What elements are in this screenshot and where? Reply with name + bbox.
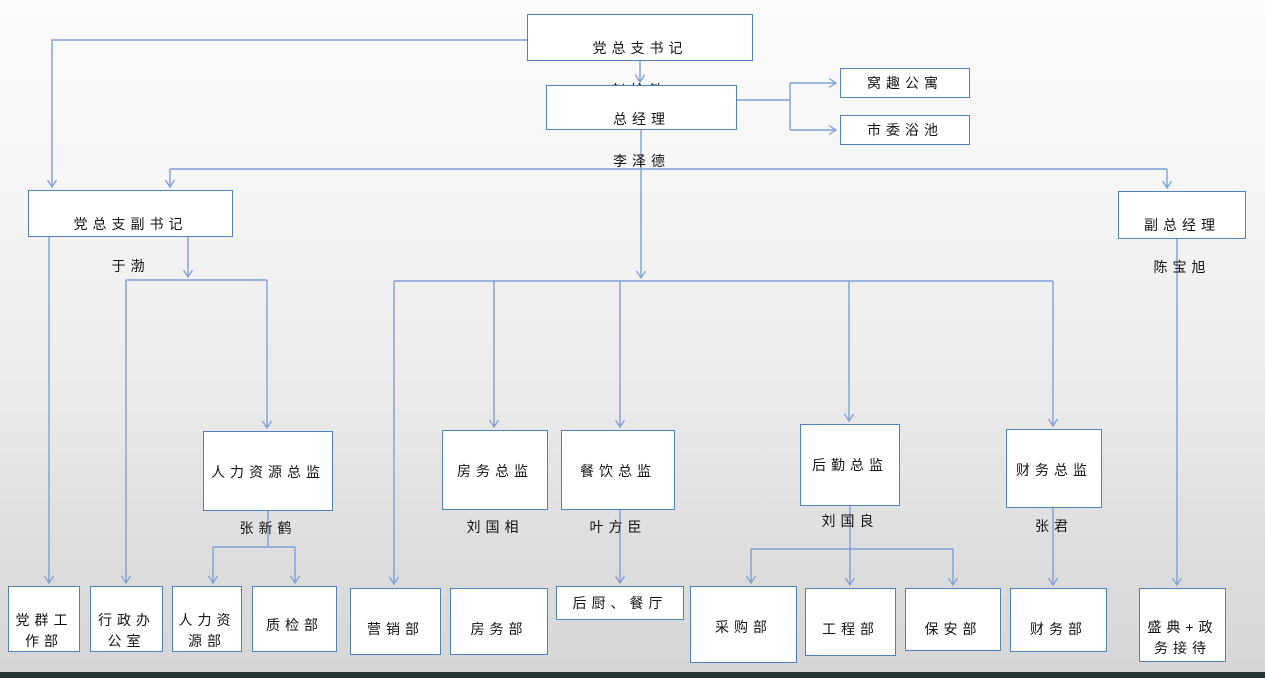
node-title: 市委浴池 <box>867 122 943 138</box>
node-purchasing-dept: 采购部 张国琛 <box>690 586 797 678</box>
node-food-beverage-director: 餐饮总监 叶方臣 <box>561 430 675 535</box>
node-title: 人力资 源部 <box>178 612 236 649</box>
node-title: 房务部 <box>470 621 528 637</box>
node-party-branch-secretary: 党总支书记 赵绘敏 <box>527 14 753 98</box>
edge-secretary-deputy-secretary <box>52 39 527 187</box>
node-title: 后厨、餐厅 <box>572 595 668 611</box>
node-person-name: 陈宝旭 <box>1153 259 1211 275</box>
node-deputy-party-branch-secretary: 党总支副书记 于渤 <box>28 190 233 274</box>
node-person-name: 刘国良 <box>821 513 879 529</box>
node-quality-inspection-dept: 质检部 单永晨 <box>252 586 337 678</box>
node-events-reception: 盛典+政 务接待 <box>1139 588 1226 662</box>
node-security-dept: 保安部 刘本 <box>905 588 1001 678</box>
node-title: 盛典+政 务接待 <box>1147 619 1218 656</box>
node-title: 党群工 作部 <box>15 612 73 649</box>
node-kitchen-dining: 后厨、餐厅 <box>556 586 684 620</box>
node-title: 窝趣公寓 <box>867 75 943 91</box>
node-title: 财务总监 <box>1016 462 1092 478</box>
node-title: 营销部 <box>367 621 424 637</box>
node-title: 工程部 <box>822 621 879 637</box>
node-person-name: 叶方臣 <box>589 519 647 535</box>
node-title: 党总支副书记 <box>73 216 188 232</box>
node-housekeeping-dept: 房务部 侯建萍 <box>450 588 548 678</box>
node-person-name: 张君 <box>1035 518 1073 534</box>
node-title: 保安部 <box>924 621 982 637</box>
node-person-name: 于渤 <box>111 258 150 274</box>
node-hr-dept: 人力资 源部 <box>172 586 242 652</box>
node-woqu-apartment: 窝趣公寓 <box>840 68 970 98</box>
node-admin-office: 行政办 公室 刘西宁 <box>90 586 163 678</box>
node-title: 质检部 <box>266 617 323 633</box>
node-title: 采购部 <box>715 619 772 635</box>
node-title: 副总经理 <box>1144 217 1220 233</box>
node-logistics-director: 后勤总监 刘国良 <box>800 424 900 529</box>
node-person-name: 李泽德 <box>613 153 670 169</box>
node-title: 行政办 公室 <box>98 612 155 649</box>
node-title: 餐饮总监 <box>580 463 656 479</box>
node-title: 人力资源总监 <box>211 464 325 480</box>
node-deputy-general-manager: 副总经理 陈宝旭 <box>1118 191 1246 275</box>
node-finance-dept: 财务部 浦星玮 <box>1010 588 1107 678</box>
node-title: 财务部 <box>1030 621 1087 637</box>
node-shiwei-bathhouse: 市委浴池 <box>840 115 970 145</box>
node-title: 总经理 <box>613 111 670 127</box>
node-general-manager: 总经理 李泽德 <box>546 85 737 169</box>
node-party-mass-work-dept: 党群工 作部 杜坤 <box>8 586 80 678</box>
node-person-name: 刘国相 <box>466 519 524 535</box>
node-marketing-dept: 营销部 王佳媛 <box>350 588 441 678</box>
node-finance-director: 财务总监 张君 <box>1006 429 1102 534</box>
node-engineering-dept: 工程部 景然 <box>805 588 896 678</box>
node-title: 房务总监 <box>457 463 533 479</box>
node-person-name: 张新鹤 <box>239 520 297 536</box>
node-housekeeping-director: 房务总监 刘国相 <box>442 430 548 535</box>
node-title: 后勤总监 <box>812 457 888 473</box>
node-title: 党总支书记 <box>592 40 688 56</box>
node-hr-director: 人力资源总监 张新鹤 <box>203 431 333 536</box>
bottom-edge-strip <box>0 672 1265 678</box>
